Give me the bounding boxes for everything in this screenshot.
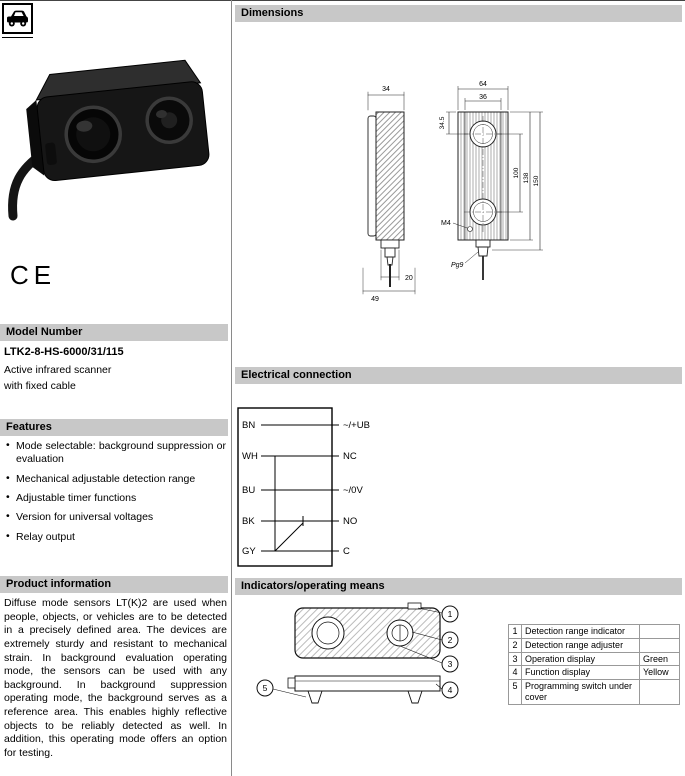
dim-label-34: 34 [382, 86, 390, 93]
table-row: 1 Detection range indicator [508, 624, 680, 639]
ce-mark: CE [10, 260, 57, 290]
callouts: 1 2 3 4 5 [256, 605, 459, 699]
wire-color-bu: BU [242, 485, 255, 496]
features-list: Mode selectable: background suppression … [4, 439, 226, 550]
row-val [639, 679, 680, 705]
feature-item: Version for universal voltages [4, 510, 226, 524]
product-information-text: Diffuse mode sensors LT(K)2 are used whe… [4, 597, 227, 760]
feature-item: Relay output [4, 530, 226, 544]
dim-label-20: 20 [405, 275, 413, 282]
wire-color-bk: BK [242, 516, 255, 527]
indicators-drawing: 1 2 3 4 5 [256, 602, 459, 704]
dim-label-m4: M4 [441, 220, 451, 227]
terminal-labels: ~/+UB NC ~/0V NO C [343, 420, 370, 557]
section-header-product-information: Product information [0, 576, 228, 593]
sensor-body [26, 59, 210, 182]
wire-labels: BN WH BU BK GY [242, 420, 258, 557]
dimensions-drawing: 34 20 49 64 36 [362, 81, 543, 303]
table-row: 5 Programming switch under cover [508, 679, 680, 705]
device-profile-view [287, 675, 441, 704]
dim-label-138: 138 [523, 172, 530, 183]
terminal-no: NO [343, 516, 357, 527]
row-num: 4 [508, 665, 522, 681]
vehicle-detection-icon-box [2, 3, 33, 34]
terminal-nc: NC [343, 451, 357, 462]
column-divider [231, 0, 232, 776]
row-val: Yellow [639, 665, 680, 681]
terminal-0v: ~/0V [343, 485, 363, 496]
row-desc: Detection range adjuster [521, 637, 640, 653]
dim-label-49: 49 [371, 296, 379, 303]
section-header-dimensions: Dimensions [235, 5, 682, 22]
wire-color-bn: BN [242, 420, 255, 431]
section-header-indicators: Indicators/operating means [235, 578, 682, 595]
product-photo [0, 36, 228, 241]
table-row: 2 Detection range adjuster [508, 637, 680, 653]
vehicle-icon [7, 10, 28, 26]
callout-5: 5 [263, 683, 268, 693]
model-number: LTK2-8-HS-6000/31/115 [4, 346, 124, 358]
feature-item: Adjustable timer functions [4, 491, 226, 505]
section-header-electrical-connection: Electrical connection [235, 367, 682, 384]
row-val [639, 637, 680, 653]
product-photo-illustration [8, 59, 210, 221]
page-top-rule [0, 0, 685, 1]
row-val [639, 624, 680, 639]
wire-color-wh: WH [242, 451, 258, 462]
feature-item: Mechanical adjustable detection range [4, 472, 226, 486]
dim-label-100: 100 [513, 167, 520, 178]
row-num: 1 [508, 624, 522, 639]
side-view: 34 20 49 [362, 86, 416, 303]
callout-leaders [272, 607, 443, 698]
row-desc: Operation display [521, 651, 640, 667]
terminal-ub: ~/+UB [343, 420, 370, 431]
callout-1: 1 [448, 609, 453, 619]
callout-4: 4 [448, 685, 453, 695]
dim-label-36: 36 [479, 94, 487, 101]
dim-label-pg9: Pg9 [451, 262, 464, 269]
model-description-2: with fixed cable [4, 380, 76, 392]
table-row: 4 Function display Yellow [508, 665, 680, 681]
section-header-features: Features [0, 419, 228, 436]
row-desc: Detection range indicator [521, 624, 640, 639]
front-view: 64 36 34.5 100 138 150 M4 Pg9 [439, 81, 543, 280]
icon-underline [2, 37, 33, 38]
model-description-1: Active infrared scanner [4, 364, 112, 376]
callout-2: 2 [448, 635, 453, 645]
dim-label-34-5: 34.5 [439, 116, 446, 129]
callout-3: 3 [448, 659, 453, 669]
row-val: Green [639, 651, 680, 667]
row-num: 2 [508, 637, 522, 653]
range-indicator-tab [407, 602, 422, 610]
section-header-model-number: Model Number [0, 324, 228, 341]
dim-label-64: 64 [479, 81, 487, 88]
dim-label-150: 150 [533, 175, 540, 186]
row-desc: Programming switch under cover [521, 679, 640, 705]
sensor-outline [237, 407, 333, 567]
cable-gland [45, 142, 57, 165]
electrical-connection-diagram: BN WH BU BK GY ~/+UB NC ~/0V NO C [237, 407, 370, 567]
row-num: 3 [508, 651, 522, 667]
terminal-c: C [343, 546, 350, 557]
table-row: 3 Operation display Green [508, 651, 680, 667]
row-desc: Function display [521, 665, 640, 681]
indicators-table: 1 Detection range indicator 2 Detection … [508, 624, 680, 705]
m4-hole [467, 226, 473, 232]
wire-color-gy: GY [242, 546, 256, 557]
feature-item: Mode selectable: background suppression … [4, 439, 226, 467]
row-num: 5 [508, 679, 522, 705]
wire-lines [261, 424, 339, 552]
device-front-view [294, 602, 441, 659]
